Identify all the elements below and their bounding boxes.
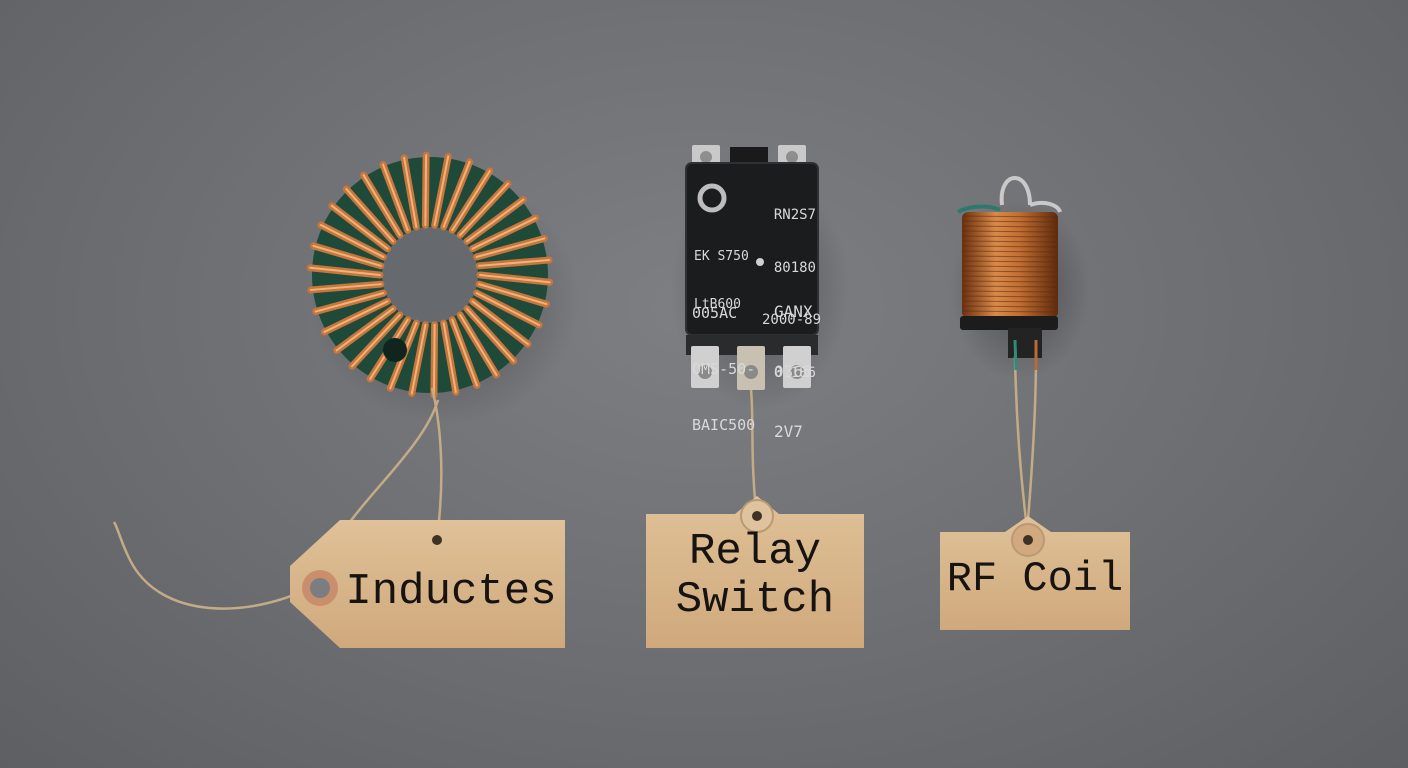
relay-marking-line: 005AC xyxy=(692,303,738,322)
tag-inductes xyxy=(290,520,565,648)
coil-turn xyxy=(962,290,1058,293)
relay-marking-line: RN2S7 xyxy=(773,207,816,223)
coil-turn xyxy=(962,265,1058,268)
copper-winding-highlight xyxy=(424,154,428,227)
copper-winding-highlight xyxy=(479,274,551,284)
copper-winding-highlight xyxy=(459,313,498,376)
tag-string xyxy=(112,521,319,610)
relay-marking-line: BAIC500 xyxy=(692,416,756,434)
relay-marking-bottom-right: GANX 0365 2V7 xyxy=(774,262,813,462)
coil-turn xyxy=(962,235,1058,238)
relay-marking-line: 0 186 xyxy=(773,364,816,381)
copper-winding-highlight xyxy=(403,156,418,228)
copper-winding-highlight xyxy=(475,237,546,258)
toroidal-inductor xyxy=(112,151,580,610)
copper-winding-highlight xyxy=(465,307,515,363)
coil-turn xyxy=(962,215,1058,218)
relay-marking-line: 80180 xyxy=(773,259,816,276)
copper-winding-highlight xyxy=(478,283,548,306)
copper-winding-highlight xyxy=(309,283,382,291)
tag-label-inductes: Inductes xyxy=(345,567,557,617)
coil-turn xyxy=(962,260,1058,263)
coil-turn xyxy=(962,225,1058,228)
copper-winding-highlight xyxy=(351,313,401,368)
coil-lead xyxy=(1013,355,1028,521)
coil-turn xyxy=(962,310,1058,313)
coil-turn xyxy=(962,295,1058,298)
relay-marking-top-right: RN2S7 80180 2000-89 0 186 xyxy=(762,172,822,400)
copper-winding-highlight xyxy=(451,169,491,232)
coil-turn xyxy=(962,240,1058,243)
relay-marking-line: 0365 xyxy=(774,362,813,381)
toroid-windings xyxy=(306,151,554,399)
copper-winding-highlight xyxy=(471,300,530,346)
copper-winding-highlight xyxy=(442,160,471,228)
rf-coil xyxy=(950,176,1090,521)
tag-relay-switch xyxy=(646,496,864,648)
relay-marking-line: 2V7 xyxy=(774,422,803,441)
copper-winding-highlight xyxy=(330,204,389,250)
copper-winding-highlight xyxy=(433,155,450,227)
relay-marking-line: GANX xyxy=(774,302,813,321)
copper-winding-highlight xyxy=(459,182,509,237)
copper-winding-highlight xyxy=(471,217,537,250)
copper-winding-highlight xyxy=(314,292,385,313)
copper-winding-highlight xyxy=(410,323,427,395)
copper-winding-highlight xyxy=(319,224,385,258)
coil-lines xyxy=(962,215,1058,313)
copper-winding-highlight xyxy=(382,163,409,232)
coil-turn xyxy=(962,230,1058,233)
copper-winding-highlight xyxy=(442,322,457,394)
coil-turn xyxy=(962,250,1058,253)
coil-turn xyxy=(962,255,1058,258)
copper-winding-highlight xyxy=(345,187,395,243)
tag-label-rf-coil: RF Coil xyxy=(946,555,1124,603)
copper-winding-highlight xyxy=(478,259,551,267)
copper-winding-highlight xyxy=(465,198,525,243)
tag-label-relay-line1: Relay xyxy=(688,527,822,577)
coil-turn xyxy=(962,280,1058,283)
coil-turn xyxy=(962,305,1058,308)
relay xyxy=(670,145,850,521)
copper-winding-highlight xyxy=(451,318,478,387)
copper-winding-highlight xyxy=(312,244,382,267)
coil-turn xyxy=(962,300,1058,303)
coil-turn xyxy=(962,275,1058,278)
coil-turn xyxy=(962,285,1058,288)
copper-winding-highlight xyxy=(309,266,381,276)
relay-marking-line: EK S750 xyxy=(694,248,749,264)
tag-string xyxy=(430,387,443,531)
copper-winding-highlight xyxy=(362,174,401,237)
coil-turn xyxy=(962,220,1058,223)
relay-marking-bottom-left: 005AC OMS-50- BAIC500 xyxy=(692,266,755,454)
tag-rf-coil xyxy=(940,516,1130,630)
coil-turn xyxy=(962,245,1058,248)
relay-marking-line: OMS-50- xyxy=(692,359,756,378)
relay-marking-line: LtB600 xyxy=(694,297,741,313)
relay-marking-line: 2000-89 xyxy=(762,312,822,328)
copper-winding-highlight xyxy=(335,307,395,352)
coil-turn xyxy=(962,270,1058,273)
relay-marking-left: EK S750 LtB600 xyxy=(694,216,749,330)
copper-winding-highlight xyxy=(432,323,436,396)
copper-winding-highlight xyxy=(475,292,541,326)
coil-lead xyxy=(1026,355,1038,521)
copper-winding-highlight xyxy=(323,300,389,333)
tag-label-relay-line2: Switch xyxy=(675,575,835,625)
